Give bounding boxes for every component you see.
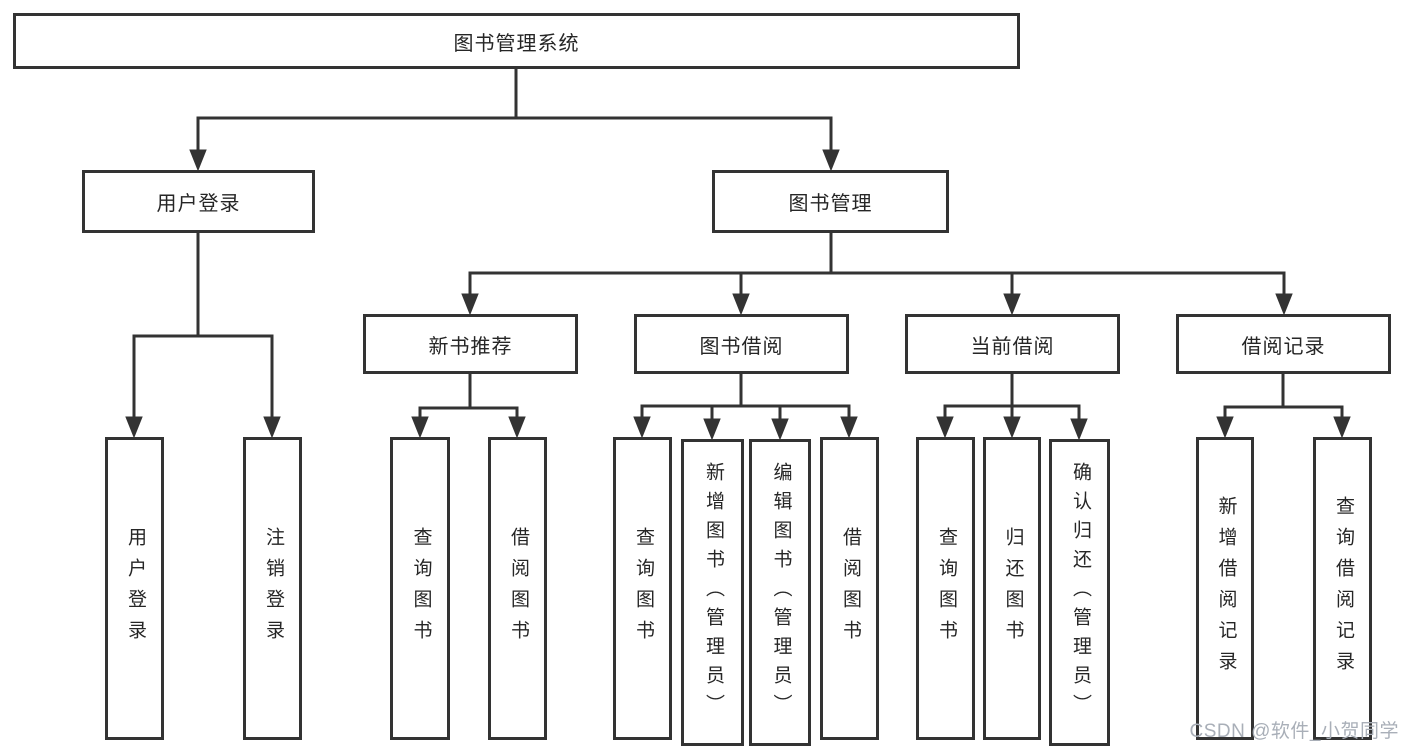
leaf-borrowing-query-books: 查询图书 — [613, 437, 672, 740]
arrow-down — [771, 418, 789, 441]
node-current-borrowing: 当前借阅 — [905, 314, 1120, 374]
leaf-current-query-books: 查询图书 — [916, 437, 975, 740]
leaf-label: 新增图书（管理员） — [702, 462, 724, 723]
arrow-down — [263, 416, 281, 439]
node-borrowing-records: 借阅记录 — [1176, 314, 1391, 374]
arrow-down — [1275, 293, 1293, 316]
arrow-down — [461, 293, 479, 316]
leaf-newbook-borrow-books: 借阅图书 — [488, 437, 547, 740]
connector-user-login-branch — [132, 231, 274, 423]
arrow-down — [822, 149, 840, 172]
leaf-label: 编辑图书（管理员） — [770, 462, 792, 723]
node-book-borrowing: 图书借阅 — [634, 314, 849, 374]
leaf-borrowing-add-books-admin: 新增图书（管理员） — [681, 439, 744, 746]
arrow-down — [125, 416, 143, 439]
leaf-label: 用户登录 — [124, 526, 146, 651]
node-book-management: 图书管理 — [712, 170, 949, 233]
leaf-newbook-query-books: 查询图书 — [390, 437, 450, 740]
leaf-user-login: 用户登录 — [105, 437, 164, 740]
node-user-login: 用户登录 — [82, 170, 315, 233]
arrow-down — [1333, 416, 1351, 439]
arrow-down — [1070, 418, 1088, 441]
arrow-down — [936, 416, 954, 439]
arrow-down — [633, 416, 651, 439]
arrow-down — [189, 149, 207, 172]
connector-book-management-branch — [468, 231, 1286, 300]
leaf-logout: 注销登录 — [243, 437, 302, 740]
leaf-label: 借阅图书 — [839, 526, 861, 651]
leaf-label: 确认归还（管理员） — [1069, 462, 1091, 723]
leaf-label: 新增借阅记录 — [1215, 495, 1237, 682]
connector-borrowing-records-branch — [1223, 372, 1344, 423]
connector-book-borrowing-branch — [640, 372, 851, 425]
arrow-down — [411, 416, 429, 439]
arrow-down — [1003, 293, 1021, 316]
node-library-system: 图书管理系统 — [13, 13, 1020, 69]
arrow-down — [1003, 416, 1021, 439]
leaf-current-return-books: 归还图书 — [983, 437, 1041, 740]
connector-new-book-branch — [418, 372, 519, 423]
watermark: CSDN @软件_小贺同学 — [1189, 721, 1399, 742]
leaf-records-query-record: 查询借阅记录 — [1313, 437, 1372, 740]
arrow-down — [1216, 416, 1234, 439]
connector-root-to-level2 — [196, 67, 833, 154]
connector-current-borrowing-branch — [943, 372, 1081, 425]
node-new-book-recommend: 新书推荐 — [363, 314, 578, 374]
leaf-borrowing-borrow-books: 借阅图书 — [820, 437, 879, 740]
leaf-borrowing-edit-books-admin: 编辑图书（管理员） — [749, 439, 811, 746]
leaf-label: 查询借阅记录 — [1332, 495, 1354, 682]
leaf-label: 归还图书 — [1002, 526, 1024, 651]
leaf-records-add-record: 新增借阅记录 — [1196, 437, 1254, 740]
leaf-label: 查询图书 — [410, 526, 432, 651]
arrow-down — [732, 293, 750, 316]
leaf-label: 借阅图书 — [507, 526, 529, 651]
arrow-down — [508, 416, 526, 439]
leaf-label: 查询图书 — [632, 526, 654, 651]
arrow-down — [703, 418, 721, 441]
leaf-current-confirm-return-admin: 确认归还（管理员） — [1049, 439, 1110, 746]
arrow-down — [840, 416, 858, 439]
leaf-label: 注销登录 — [262, 526, 284, 651]
leaf-label: 查询图书 — [935, 526, 957, 651]
